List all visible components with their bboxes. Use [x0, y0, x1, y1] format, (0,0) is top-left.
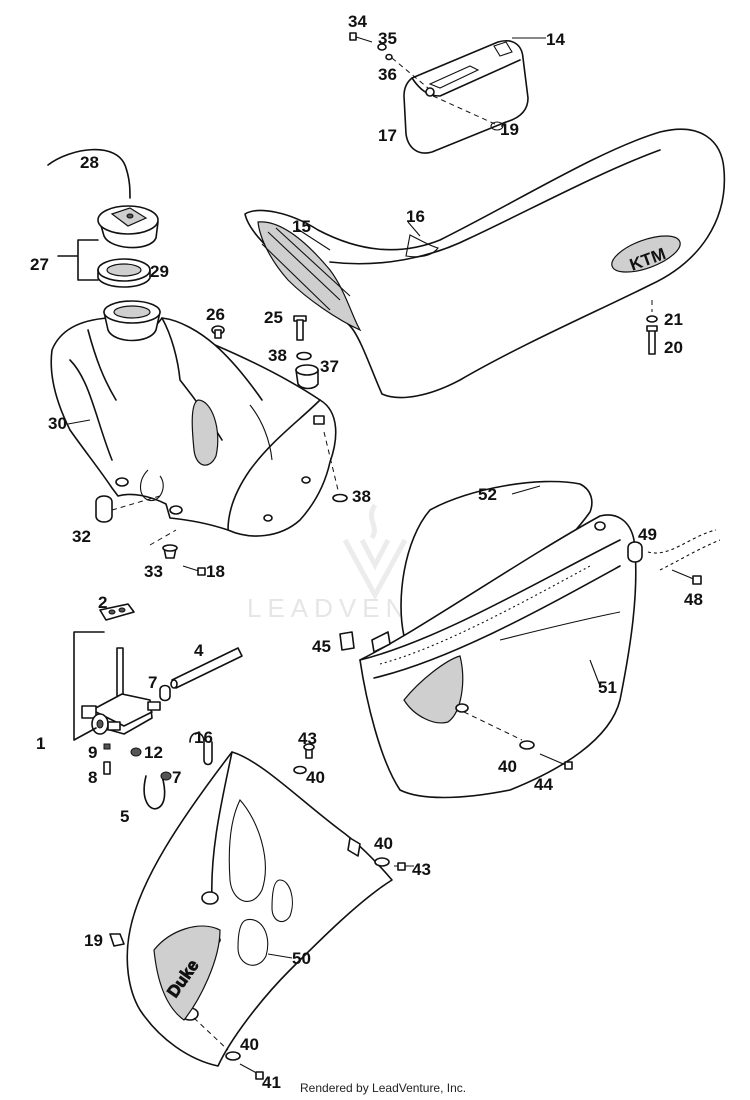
callout: 34 — [348, 12, 367, 31]
callout: 16 — [406, 207, 425, 226]
callout: 15 — [292, 217, 311, 236]
fuel-pipe — [170, 647, 243, 689]
fuel-cap — [97, 205, 159, 249]
callout: 28 — [80, 153, 99, 172]
callout: 37 — [320, 357, 339, 376]
callout: 51 — [598, 678, 617, 697]
callout: 40 — [374, 834, 393, 853]
callout: 7 — [172, 768, 181, 787]
callout: 33 — [144, 562, 163, 581]
side-cover: Duke — [126, 751, 393, 1067]
shroud-fasteners — [339, 529, 721, 770]
callout-labels: 34 35 14 36 17 19 28 15 16 27 29 26 25 2… — [30, 12, 703, 1092]
cap-gasket — [97, 258, 151, 288]
callout: 43 — [298, 729, 317, 748]
callout: 26 — [206, 305, 225, 324]
small-parts — [103, 684, 213, 810]
callout: 35 — [378, 29, 397, 48]
callout: 40 — [240, 1035, 259, 1054]
shroud-panel-51 — [359, 514, 637, 799]
callout: 9 — [88, 743, 97, 762]
callout: 49 — [638, 525, 657, 544]
callout: 21 — [664, 310, 683, 329]
footer-credit: Rendered by LeadVenture, Inc. — [300, 1081, 467, 1095]
seat-fasteners — [646, 300, 658, 355]
callout: 19 — [500, 120, 519, 139]
callout: 12 — [144, 743, 163, 762]
callout: 43 — [412, 860, 431, 879]
callout: 32 — [72, 527, 91, 546]
callout: 14 — [546, 30, 565, 49]
callout: 48 — [684, 590, 703, 609]
callout: 40 — [498, 757, 517, 776]
leader-lines — [67, 37, 601, 959]
callout: 36 — [378, 65, 397, 84]
callout: 41 — [262, 1073, 281, 1092]
callout: 1 — [36, 734, 45, 753]
callout: 19 — [84, 931, 103, 950]
callout: 17 — [378, 126, 397, 145]
vent-hose — [47, 148, 131, 199]
tool-bag — [403, 40, 529, 154]
seat: KTM — [244, 128, 726, 399]
fuel-tank — [50, 317, 337, 537]
fuel-tap — [73, 631, 161, 741]
callout: 4 — [194, 641, 204, 660]
callout: 38 — [352, 487, 371, 506]
callout: 45 — [312, 637, 331, 656]
callout: 50 — [292, 949, 311, 968]
callout: 7 — [148, 673, 157, 692]
callout: 29 — [150, 262, 169, 281]
callout: 25 — [264, 308, 283, 327]
tank-mount-parts — [95, 315, 348, 576]
callout: 18 — [206, 562, 225, 581]
callout: 2 — [98, 593, 107, 612]
callout: 20 — [664, 338, 683, 357]
side-cover-fasteners — [109, 743, 414, 1080]
callout: 44 — [534, 775, 553, 794]
callout: 8 — [88, 768, 97, 787]
callout: 30 — [48, 414, 67, 433]
callout: 16 — [194, 728, 213, 747]
tank-filler-neck — [103, 300, 161, 342]
callout: 40 — [306, 768, 325, 787]
callout: 27 — [30, 255, 49, 274]
bracket-27 — [57, 239, 99, 281]
tap-gasket — [99, 603, 135, 621]
callout: 5 — [120, 807, 129, 826]
callout: 38 — [268, 346, 287, 365]
callout: 52 — [478, 485, 497, 504]
tool-bag-fasteners — [349, 32, 429, 89]
